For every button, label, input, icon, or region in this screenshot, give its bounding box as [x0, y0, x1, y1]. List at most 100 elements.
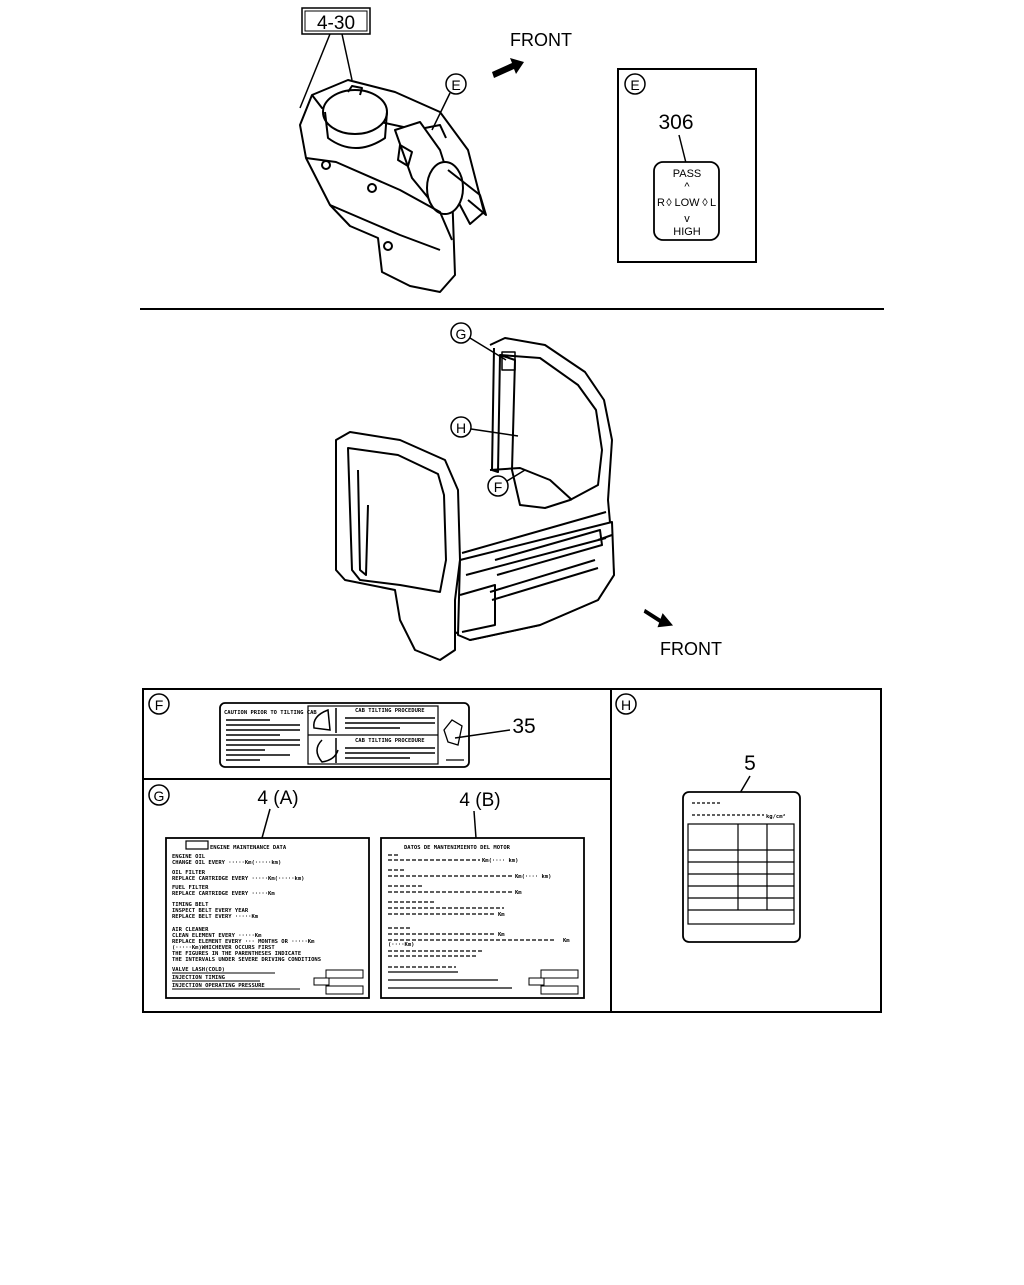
front-label: FRONT	[660, 639, 722, 659]
leader-line	[678, 134, 687, 164]
callout-h-cab: H	[450, 416, 519, 438]
leader-line	[469, 337, 507, 361]
label-a-line: THE FIGURES IN THE PARENTHESES INDICATE	[172, 951, 301, 957]
leader-line	[739, 775, 751, 794]
label-b-dashed-lines	[388, 854, 556, 968]
callout-circle	[487, 475, 509, 497]
label-a-line: TIMING BELT	[172, 902, 209, 908]
maintenance-label-en	[165, 837, 370, 999]
callout-letter: E	[630, 77, 639, 93]
label-b-km: Km	[498, 912, 505, 918]
callout-letter: H	[621, 697, 631, 713]
panels-frame	[142, 688, 882, 1013]
callout-letter: F	[155, 697, 164, 713]
label-a-lines: ENGINE OIL CHANGE OIL EVERY ·····Km(····…	[172, 854, 321, 989]
label-b-km: (····Km)	[388, 942, 415, 948]
leader-line	[299, 33, 331, 109]
callout-f-cab: F	[487, 469, 526, 497]
label-b-km: Km	[515, 890, 522, 896]
callout-circle	[148, 784, 170, 806]
label-logo-box	[185, 840, 209, 850]
combination-switch-drawing	[299, 79, 487, 293]
tire-pressure-table	[687, 823, 795, 925]
label-panels	[142, 688, 882, 1013]
panel-f: F CAUTION PRIOR TO TILTING CAB CAB TILTI…	[148, 693, 536, 768]
leader-line	[506, 469, 526, 482]
label-a-line: REPLACE ELEMENT EVERY ··· MONTHS OR ····…	[172, 939, 315, 945]
cab-drawing	[335, 337, 615, 661]
procedure-text-lines	[345, 717, 435, 759]
front-arrow-cab: FRONT	[643, 608, 722, 659]
label-a-line: REPLACE BELT EVERY ·····Km	[172, 914, 259, 920]
chevron-up-icon: ^	[684, 181, 690, 193]
label-b-km: Km	[563, 938, 570, 944]
tire-label-dashes	[692, 802, 764, 816]
ref-box-inner	[304, 10, 368, 32]
label-a-line: INJECTION OPERATING PRESSURE	[172, 983, 265, 989]
callout-circle	[624, 73, 646, 95]
label-a-line: REPLACE CARTRIDGE EVERY ·····Km	[172, 891, 275, 897]
leader-line	[473, 810, 477, 839]
part-number-306: 306	[658, 111, 693, 134]
switch-low: LOW	[674, 197, 700, 209]
switch-label-plate	[653, 161, 720, 241]
label-a-line: CLEAN ELEMENT EVERY ·····Km	[172, 933, 262, 939]
leader-line	[454, 729, 511, 739]
chevron-left-icon: ◊	[666, 197, 672, 209]
front-label: FRONT	[510, 30, 572, 50]
label-a-line: AIR CLEANER	[172, 927, 209, 933]
switch-high: HIGH	[673, 226, 701, 238]
switch-pass: PASS	[673, 168, 702, 180]
label-a-line: ENGINE OIL	[172, 854, 206, 860]
callout-letter: G	[154, 788, 165, 804]
label-a-line: (·····Km)WHICHEVER OCCURS FIRST	[172, 945, 275, 951]
label-b-km: Km(···· km)	[482, 858, 518, 864]
label-b-km: Km(···· km)	[515, 874, 551, 880]
switch-l: L	[710, 197, 716, 209]
ref-4-30: 4-30	[299, 7, 371, 109]
callout-letter: F	[494, 479, 503, 495]
detail-e-panel: E 306 PASS ^ R ◊ LOW ◊ L v HIGH	[617, 68, 757, 263]
callout-circle	[445, 73, 467, 95]
cab-tilt-icons	[313, 708, 339, 763]
part-number-5: 5	[744, 752, 756, 775]
chevron-right-icon: ◊	[702, 197, 708, 209]
callout-letter: E	[451, 77, 460, 93]
callout-e-top: E	[431, 73, 467, 131]
procedure-title-2: CAB TILTING PROCEDURE	[355, 738, 425, 744]
chevron-down-icon: v	[684, 213, 690, 225]
label-a-line: INJECTION TIMING	[172, 975, 226, 981]
label-a-line: CHANGE OIL EVERY ·····Km(·····km)	[172, 860, 281, 866]
label-b-boxes	[528, 969, 579, 995]
label-b-solid-lines	[388, 971, 512, 989]
part-number-35: 35	[512, 715, 535, 738]
label-a-line: THE INTERVALS UNDER SEVERE DRIVING CONDI…	[172, 957, 321, 963]
tire-pressure-unit: kg/cm²	[766, 813, 786, 820]
front-arrow-top: FRONT	[492, 30, 572, 78]
label-a-boxes	[172, 969, 364, 995]
label-a-line: INSPECT BELT EVERY YEAR	[172, 908, 249, 914]
tire-pressure-label	[682, 791, 801, 943]
label-a-title: ENGINE MAINTENANCE DATA	[210, 845, 287, 851]
leader-line	[431, 92, 451, 131]
part-number-4a: 4 (A)	[257, 788, 298, 809]
label-a-line: REPLACE CARTRIDGE EVERY ·····Km(·····km)	[172, 876, 304, 882]
label-b-title: DATOS DE MANTENIMIENTO DEL MOTOR	[404, 845, 511, 851]
callout-circle	[615, 693, 637, 715]
panel-g: G 4 (A) 4 (B) ENGINE MAINTENANCE DATA EN…	[148, 784, 585, 999]
caution-text-lines	[226, 719, 300, 761]
part-number-4b: 4 (B)	[459, 790, 500, 811]
caution-label-title: CAUTION PRIOR TO TILTING CAB	[224, 710, 317, 716]
panel-h: H 5 kg/cm²	[615, 693, 801, 943]
leader-line	[470, 428, 519, 437]
arrow-icon	[492, 58, 524, 78]
procedure-title-1: CAB TILTING PROCEDURE	[355, 708, 425, 714]
arrow-icon	[643, 608, 674, 628]
leader-line	[341, 33, 353, 81]
maintenance-label-es	[380, 837, 585, 999]
switch-r: R	[657, 197, 665, 209]
warning-icon	[443, 719, 464, 761]
leader-line	[261, 808, 271, 839]
